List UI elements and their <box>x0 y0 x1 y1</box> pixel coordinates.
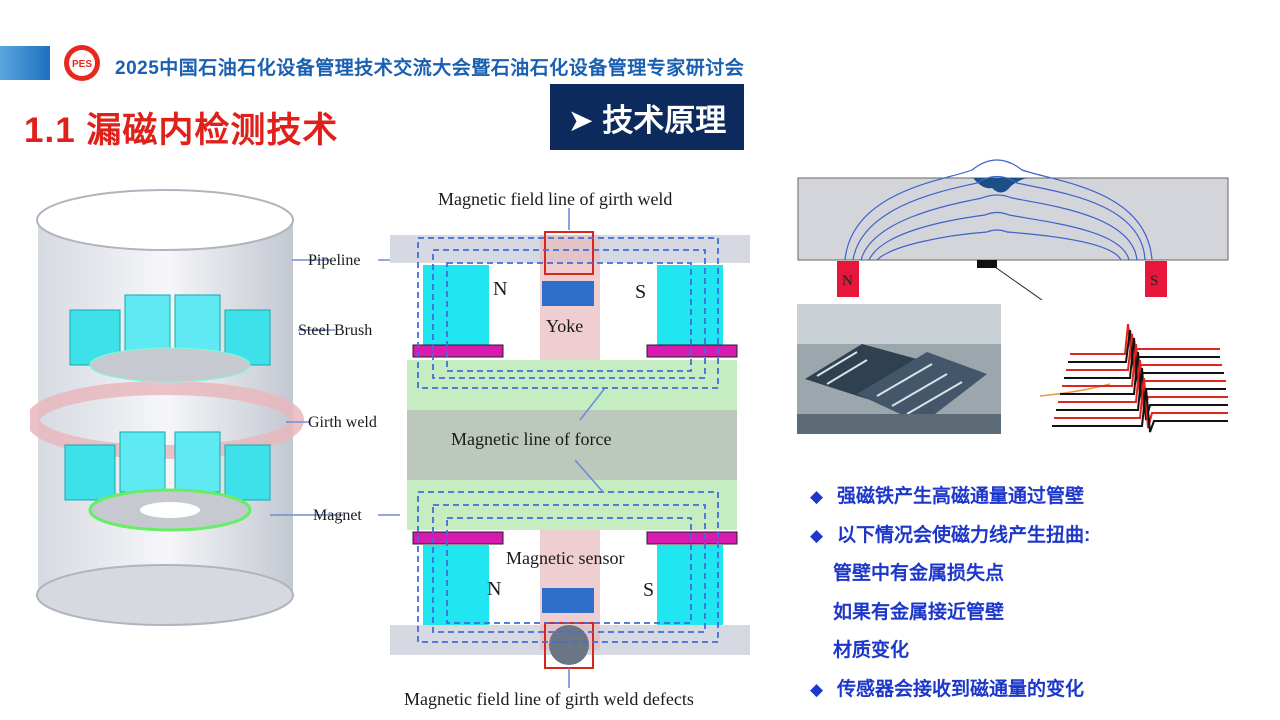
brush-north-bottom <box>412 531 504 545</box>
bullet-item-2: ◆ 以下情况会使磁力线产生扭曲: <box>810 517 1090 556</box>
bullet-text: 以下情况会使磁力线产生扭曲: <box>837 524 1091 546</box>
lower-magnet-assembly <box>64 431 271 532</box>
south-magnet-top <box>657 265 723 345</box>
yoke-label: Yoke <box>546 316 583 336</box>
pipeline-bottom-opening <box>36 564 294 626</box>
bullet-text: 强磁铁产生高磁通量通过管壁 <box>837 486 1085 507</box>
bullet-diamond-icon: ◆ <box>810 679 824 699</box>
south-block-label: S <box>1150 273 1158 289</box>
weld-defect <box>549 625 589 665</box>
pipe-wall-section <box>797 177 1229 261</box>
callout-arrows <box>568 208 606 688</box>
bullet-item-3: ◆ 传感器会接收到磁通量的变化 <box>810 671 1090 710</box>
magnetic-circuit-diagram: Magnetic field line of girth weld N S Yo… <box>390 189 750 709</box>
section-tag-label: ➤ 技术原理 <box>567 102 727 138</box>
upper-magnet-assembly <box>69 294 271 383</box>
bullet-diamond-icon: ◆ <box>810 487 824 506</box>
pipeline-label: Pipeline <box>308 252 360 269</box>
bullet-diamond-icon: ◆ <box>810 525 824 545</box>
north-magnet-top <box>423 265 489 345</box>
north-magnet-bottom <box>423 545 489 625</box>
inspection-tool-photo <box>797 304 1001 434</box>
brush-north-top <box>412 344 504 358</box>
sub-bullet-text: 材质变化 <box>833 640 910 661</box>
south-pole-bottom-label: S <box>643 579 654 601</box>
south-magnet-block <box>1145 261 1167 297</box>
section-tag: ➤ 技术原理 <box>550 84 744 150</box>
header-accent-bar <box>0 46 50 80</box>
south-pole-top-label: S <box>635 281 646 303</box>
sub-bullet-item-3: 材质变化 <box>810 632 1090 671</box>
flux-signal-waveforms <box>1040 323 1228 433</box>
field-lines-upper <box>417 237 719 389</box>
pipeline-top-opening <box>36 189 294 251</box>
sensor-chip <box>977 260 997 268</box>
weld-highlight-top <box>544 231 594 275</box>
field-lines-lower <box>417 491 719 643</box>
yoke-sensor-block <box>542 281 594 306</box>
bullet-text: 传感器会接收到磁通量的变化 <box>837 678 1085 700</box>
pipeline-tool-figure: Pipeline Steel Brush Girth weld Magnet <box>30 189 400 626</box>
slide-title: 1.1 漏磁内检测技术 <box>24 111 339 150</box>
conference-title: 2025中国石油石化设备管理技术交流大会暨石油石化设备管理专家研讨会 <box>115 58 745 79</box>
field-lines <box>844 159 1153 261</box>
weld-defect-caption: Magnetic field line of girth weld defect… <box>404 689 694 709</box>
sub-bullet-item-1: 管壁中有金属损失点 <box>810 555 1090 594</box>
sub-bullet-text: 如果有金属接近管壁 <box>833 601 1005 623</box>
line-of-force-label: Magnetic line of force <box>451 429 611 449</box>
pipe-core <box>407 410 737 480</box>
girth-weld-field-caption: Magnetic field line of girth weld <box>438 189 672 209</box>
principle-bullet-list: ◆ 强磁铁产生高磁通量通过管壁 ◆ 以下情况会使磁力线产生扭曲: 管壁中有金属损失点… <box>810 478 1090 709</box>
sub-bullet-item-2: 如果有金属接近管壁 <box>810 594 1090 633</box>
magnetic-sensor-label: Magnetic sensor <box>506 548 624 568</box>
north-magnet-block <box>837 261 859 297</box>
waveform-stack <box>1052 323 1228 433</box>
bullet-item-1: ◆ 强磁铁产生高磁通量通过管壁 <box>810 478 1090 517</box>
sub-bullet-text: 管壁中有金属损失点 <box>833 563 1005 584</box>
pipeline-body <box>38 220 293 595</box>
upper-steel-plate <box>407 360 737 410</box>
north-pole-bottom-label: N <box>487 578 501 600</box>
label-arrows <box>270 259 400 516</box>
flux-leakage-wall-figure: N S <box>797 159 1229 300</box>
brush-south-top <box>646 344 738 358</box>
north-block-label: N <box>842 273 853 289</box>
girth-weld-label: Girth weld <box>308 414 377 431</box>
north-pole-top-label: N <box>493 278 507 300</box>
steel-brush-label: Steel Brush <box>298 322 372 339</box>
conference-logo: PES <box>64 45 100 81</box>
magnet-label: Magnet <box>313 507 362 524</box>
brush-south-bottom <box>646 531 738 545</box>
bottom-sensor-block <box>542 588 594 613</box>
south-magnet-bottom <box>657 545 723 625</box>
logo-text: PES <box>72 59 92 70</box>
sensor-lead <box>994 266 1043 300</box>
lower-steel-plate <box>407 480 737 530</box>
